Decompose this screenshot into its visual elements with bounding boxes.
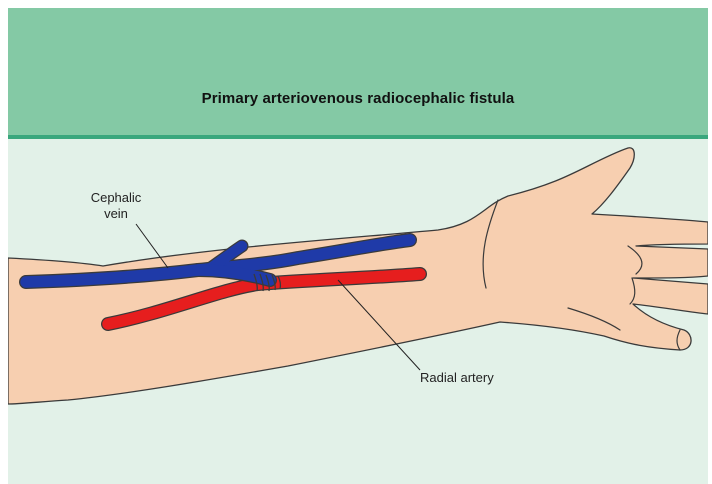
forearm-illustration: Cephalic vein Radial artery bbox=[8, 8, 708, 484]
vein-label-line1: Cephalic bbox=[91, 190, 142, 205]
figure-panel: Primary arteriovenous radiocephalic fist… bbox=[8, 8, 708, 484]
vein-label-line2: vein bbox=[104, 206, 128, 221]
artery-label: Radial artery bbox=[420, 370, 494, 385]
